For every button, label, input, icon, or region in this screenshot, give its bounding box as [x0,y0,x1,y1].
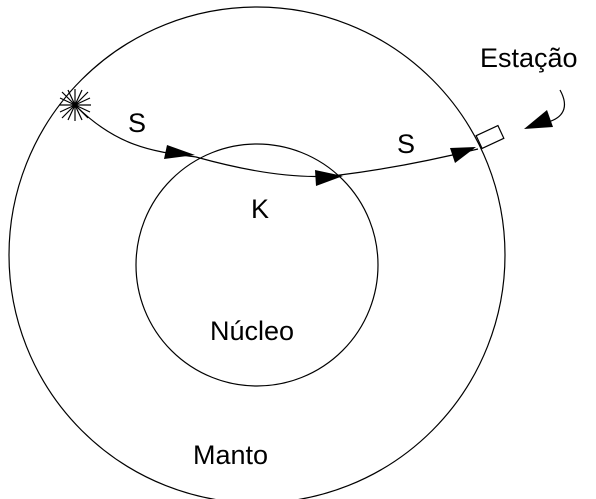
ray-arrow-core [315,170,343,186]
wave-s-mantle-in-label: S [128,108,146,138]
core-label: Núcleo [210,316,294,346]
seismometer-station-icon [475,124,505,150]
station-pointer-arrow [524,110,553,129]
station-pointer-curve [547,89,565,123]
wave-k-core-label: K [251,194,269,224]
wave-s-mantle-out-label: S [397,129,415,159]
seismic-ray-path [74,104,479,178]
mantle-circle [8,6,506,499]
core-circle [135,143,379,387]
ray-arrow-mantle-in [164,145,195,159]
earthquake-source-icon [59,89,91,121]
ray-arrow-mantle-out [450,147,476,163]
mantle-label: Manto [193,440,268,470]
station-label: Estação [480,43,578,73]
